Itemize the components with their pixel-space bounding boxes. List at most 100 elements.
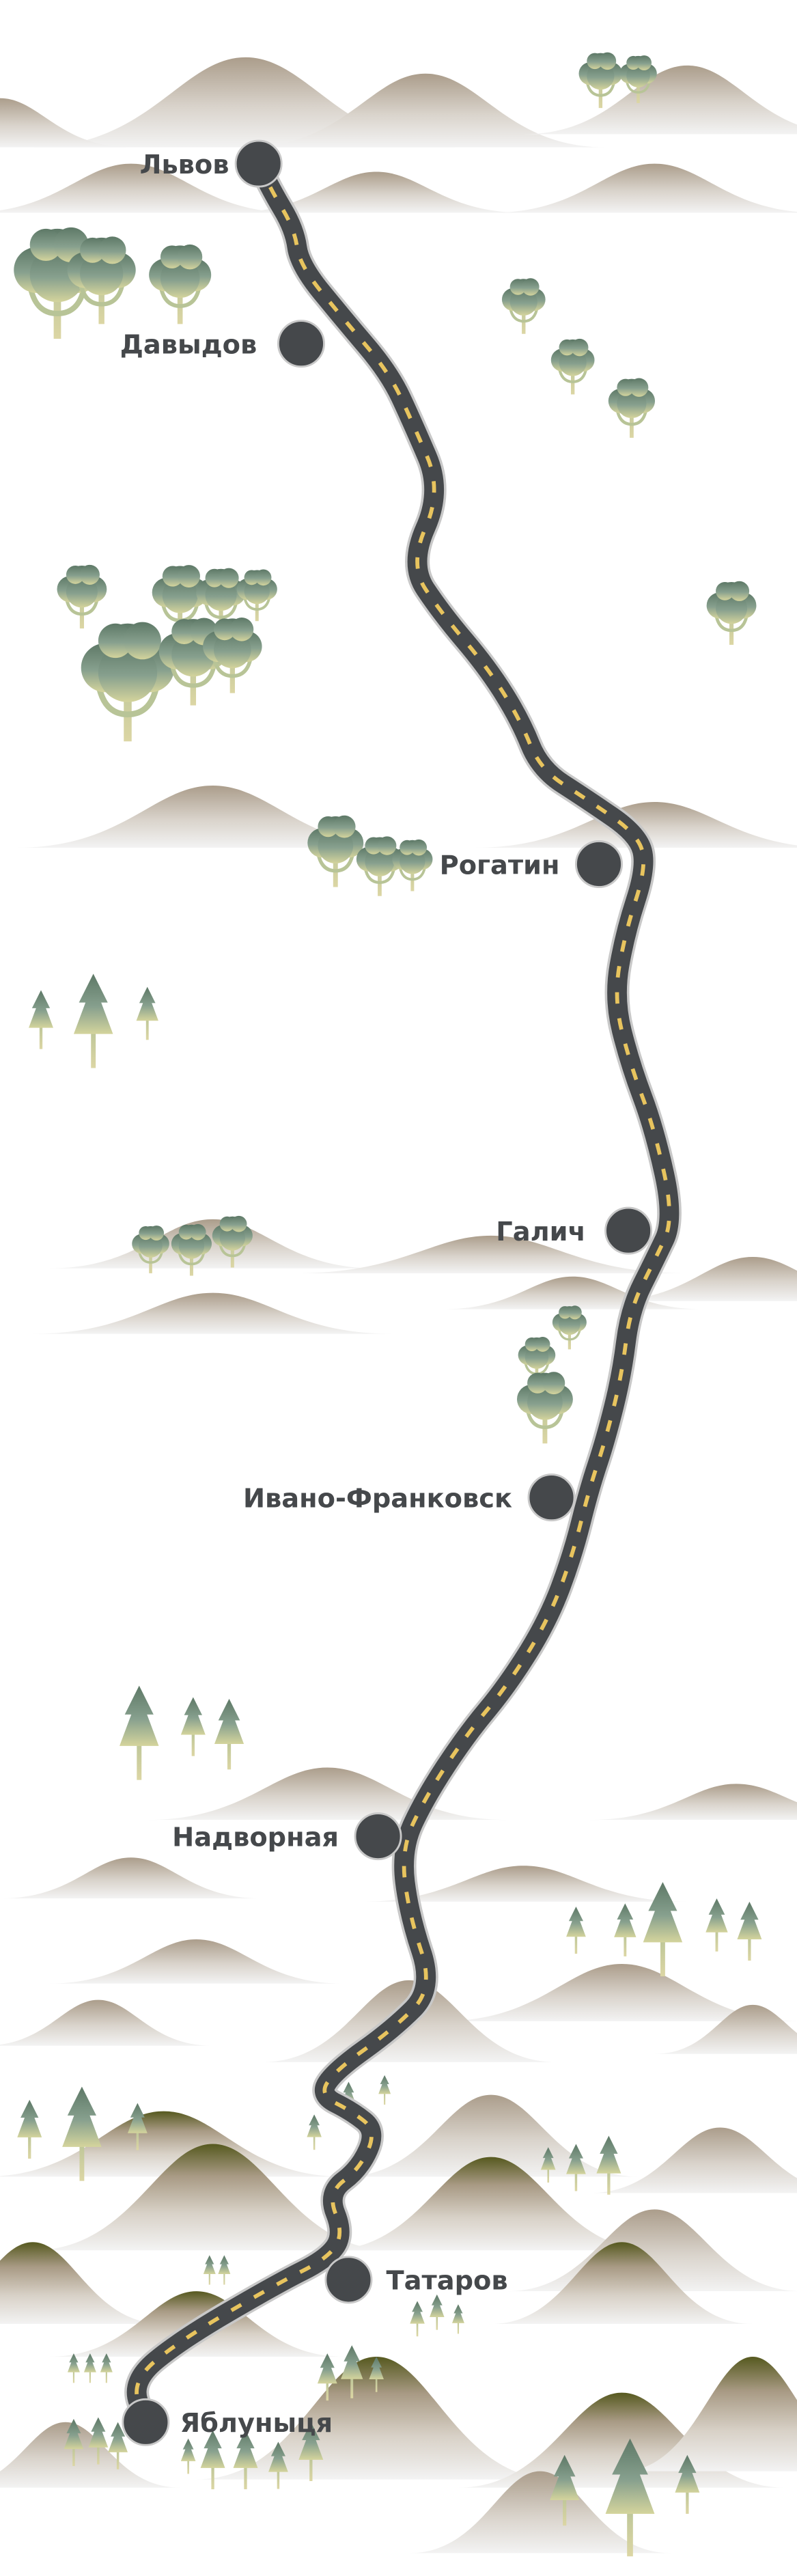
- city-marker[interactable]: [234, 139, 283, 188]
- deciduous-tree-icon: [236, 569, 277, 622]
- pine-tree-icon: [233, 2430, 258, 2490]
- city-marker[interactable]: [527, 1473, 576, 1522]
- city-marker[interactable]: [575, 840, 623, 888]
- hill: [0, 163, 295, 213]
- hill: [0, 2111, 344, 2177]
- city-label: Галич: [496, 1217, 586, 1247]
- deciduous-tree-icon: [212, 1215, 253, 1268]
- city-marker[interactable]: [122, 2398, 170, 2446]
- deciduous-tree-icon: [518, 1336, 556, 1385]
- pine-tree-icon: [737, 1901, 762, 1961]
- hill: [327, 2157, 655, 2251]
- deciduous-tree-icon: [171, 1223, 212, 1276]
- pine-tree-icon: [378, 2075, 391, 2105]
- pine-tree-icon: [317, 2353, 337, 2401]
- pine-tree-icon: [62, 2086, 102, 2181]
- cities-layer: Львов Давыдов Рогатин Галич Ивано-Франко…: [120, 139, 653, 2446]
- hill: [523, 65, 797, 135]
- hill: [0, 1857, 262, 1899]
- pine-tree-icon: [180, 1697, 206, 1756]
- deciduous-tree-icon: [501, 278, 546, 334]
- pine-tree-icon: [29, 990, 53, 1049]
- hills-layer: [0, 57, 797, 2553]
- hill: [490, 2242, 753, 2325]
- hill: [48, 1219, 377, 1269]
- hill: [0, 1999, 213, 2046]
- pine-tree-icon: [540, 2147, 556, 2183]
- city-label: Львов: [140, 150, 229, 180]
- trees-layer: [14, 52, 762, 2557]
- hill: [621, 2356, 797, 2471]
- city-halych[interactable]: Галич: [496, 1206, 653, 1255]
- city-yablunytsia[interactable]: Яблуныця: [122, 2398, 333, 2446]
- hill: [654, 2004, 797, 2054]
- deciduous-tree-icon: [203, 618, 262, 693]
- pine-tree-icon: [369, 2356, 384, 2392]
- hill: [196, 2356, 557, 2480]
- pine-tree-icon: [451, 2304, 464, 2334]
- city-ivano-frankivsk[interactable]: Ивано-Франковск: [243, 1473, 576, 1522]
- city-lviv[interactable]: Львов: [140, 139, 283, 188]
- pine-tree-icon: [88, 2417, 109, 2465]
- deciduous-tree-icon: [552, 1305, 587, 1350]
- pine-tree-icon: [83, 2353, 96, 2383]
- city-tatariv[interactable]: Татаров: [324, 2256, 508, 2304]
- deciduous-tree-icon: [619, 55, 657, 103]
- hill: [294, 1235, 688, 1273]
- pine-tree-icon: [180, 2438, 196, 2474]
- pine-tree-icon: [596, 2135, 621, 2195]
- pine-tree-icon: [550, 2454, 580, 2526]
- hill: [344, 2094, 639, 2177]
- hill: [16, 785, 410, 848]
- pine-tree-icon: [17, 2099, 42, 2159]
- pine-tree-icon: [430, 2294, 445, 2330]
- hill: [605, 1256, 797, 1301]
- hill: [245, 73, 606, 148]
- city-label: Яблуныця: [180, 2408, 333, 2439]
- deciduous-tree-icon: [81, 622, 175, 742]
- city-davydov[interactable]: Давыдов: [120, 320, 325, 368]
- city-label: Давыдов: [120, 329, 257, 360]
- pine-tree-icon: [73, 973, 113, 1068]
- city-label: Рогатин: [440, 850, 560, 881]
- pine-tree-icon: [614, 1903, 637, 1956]
- deciduous-tree-icon: [67, 236, 136, 324]
- city-marker[interactable]: [604, 1206, 653, 1255]
- deciduous-tree-icon: [307, 815, 364, 887]
- pine-tree-icon: [67, 2353, 80, 2383]
- hill: [33, 1292, 393, 1334]
- city-rohatyn[interactable]: Рогатин: [440, 840, 623, 888]
- city-marker[interactable]: [324, 2256, 373, 2304]
- deciduous-tree-icon: [516, 1372, 573, 1444]
- deciduous-tree-icon: [706, 581, 757, 645]
- hill: [409, 2471, 671, 2553]
- hill: [0, 98, 131, 148]
- pine-tree-icon: [203, 2255, 216, 2285]
- pine-tree-icon: [100, 2353, 113, 2383]
- hill: [441, 1963, 797, 2021]
- hill: [0, 2422, 180, 2488]
- pine-tree-icon: [643, 1882, 683, 1977]
- hill: [0, 2242, 164, 2325]
- city-label: Надворная: [172, 1822, 339, 1853]
- pine-tree-icon: [214, 1698, 244, 1770]
- hill: [360, 1866, 688, 1902]
- city-label: Ивано-Франковск: [243, 1484, 512, 1514]
- city-nadvirna[interactable]: Надворная: [172, 1812, 402, 1861]
- city-marker[interactable]: [354, 1812, 402, 1861]
- pine-tree-icon: [705, 1898, 728, 1952]
- deciduous-tree-icon: [550, 338, 595, 395]
- pine-tree-icon: [127, 2103, 148, 2150]
- pine-tree-icon: [200, 2430, 225, 2490]
- hill: [48, 1939, 344, 1984]
- deciduous-tree-icon: [578, 52, 623, 109]
- road-center-dashes: [135, 163, 671, 2423]
- deciduous-tree-icon: [356, 836, 404, 896]
- deciduous-tree-icon: [196, 568, 246, 632]
- hill: [33, 2144, 393, 2251]
- pine-tree-icon: [566, 1907, 586, 1954]
- city-marker[interactable]: [277, 320, 325, 368]
- pine-tree-icon: [64, 2419, 84, 2467]
